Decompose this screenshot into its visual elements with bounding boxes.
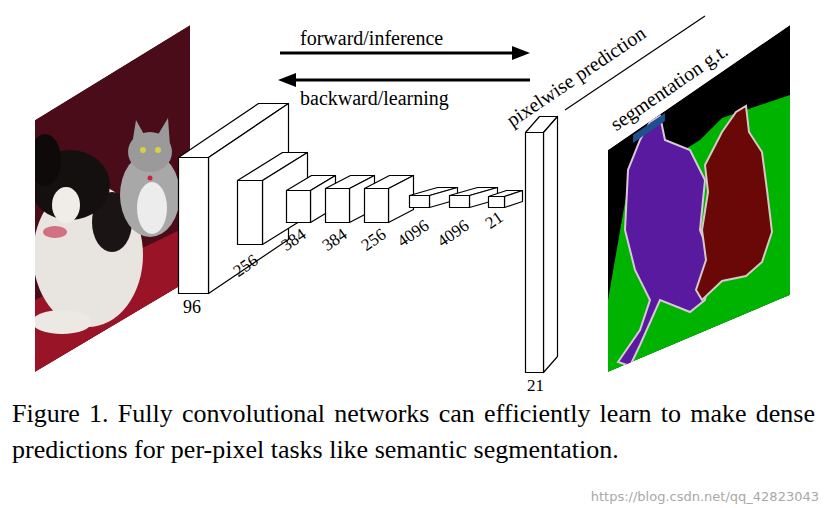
forward-arrow-shaft — [280, 52, 514, 55]
conv-layer: 384 — [325, 188, 349, 222]
block-side — [544, 117, 558, 373]
segmentation-map: segmentation g.t. — [608, 20, 790, 372]
conv-layer: 256 — [237, 180, 262, 244]
layer-block — [488, 190, 523, 208]
input-photo — [29, 25, 190, 372]
dog-leg — [32, 310, 92, 334]
conv-layer: 96 — [178, 157, 208, 293]
block-front — [326, 189, 350, 223]
prediction-layer: pixelwise prediction21 — [525, 132, 543, 372]
channel-count: 21 — [527, 377, 544, 394]
layer-label: 4096 — [394, 217, 432, 250]
block-front — [287, 191, 311, 223]
seg-dog — [618, 116, 712, 366]
cat-ear — [156, 118, 170, 146]
backward-arrow-head — [278, 73, 296, 87]
cat-eye — [155, 147, 161, 153]
block-front — [489, 197, 505, 208]
layer-label: 384 — [319, 225, 350, 254]
cat-ear — [132, 120, 146, 145]
figure-caption: Figure 1. Fully convolutional networks c… — [12, 396, 815, 468]
block-front — [238, 181, 263, 245]
score-layer: 21 — [488, 196, 504, 207]
layer-block — [525, 116, 558, 373]
direction-label: backward/learning — [300, 88, 449, 108]
layer-block — [364, 175, 414, 223]
block-front — [410, 196, 430, 208]
forward-arrow-head — [512, 46, 530, 60]
watermark: https://blog.csdn.net/qq_42823043 — [591, 490, 819, 503]
fc-layer: 4096 — [409, 195, 429, 207]
seg-ground — [608, 95, 790, 372]
direction-label: forward/inference — [300, 28, 443, 48]
channel-count: 96 — [183, 298, 201, 316]
cat-eye — [140, 147, 146, 153]
block-side — [505, 191, 523, 208]
dog-tongue — [43, 226, 67, 238]
dog-muzzle — [52, 187, 80, 223]
block-front — [365, 189, 389, 223]
fc-layer: 4096 — [449, 195, 469, 207]
layer-label: 21 — [482, 208, 506, 232]
block-front — [179, 158, 209, 294]
block-front — [450, 196, 470, 208]
cat-chest — [137, 182, 167, 234]
dog-ear — [29, 134, 61, 186]
backward-arrow-shaft — [294, 79, 530, 82]
layer-label: 4096 — [434, 217, 472, 250]
block-front — [526, 133, 544, 373]
layer-label: 256 — [358, 225, 389, 254]
conv-layer: 256 — [364, 188, 388, 222]
seg-cat — [696, 106, 772, 300]
cat-collar — [148, 176, 153, 181]
conv-layer: 384 — [286, 190, 310, 222]
